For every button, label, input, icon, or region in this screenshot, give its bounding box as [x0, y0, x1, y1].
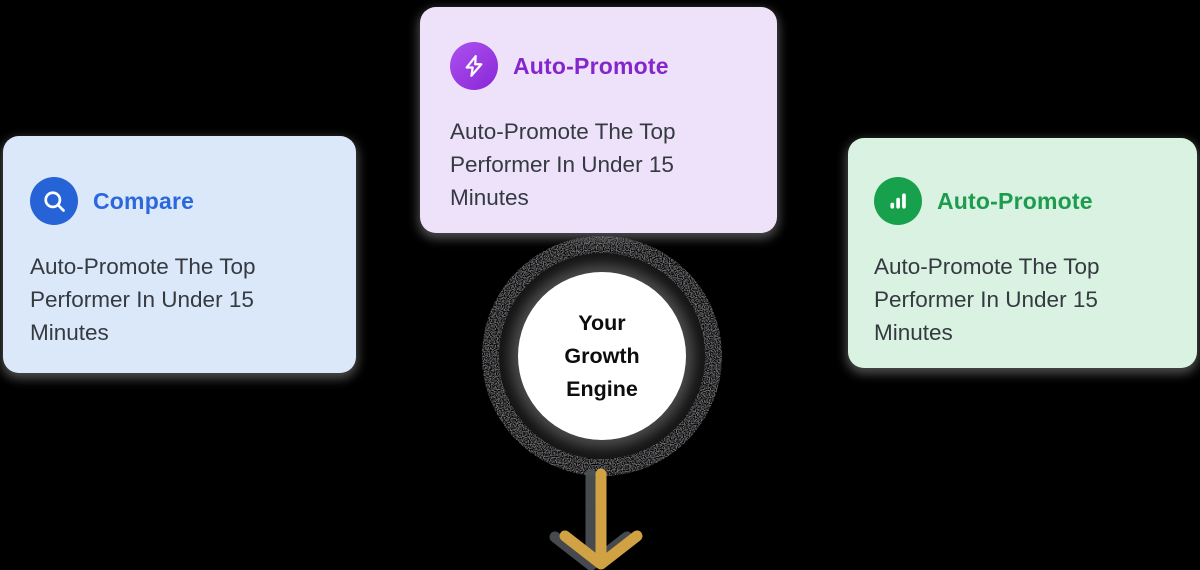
card-auto-promote-right: Auto-Promote Auto-Promote The Top Perfor…	[848, 138, 1197, 368]
card-body: Auto-Promote The Top Performer In Under …	[30, 250, 330, 349]
search-icon	[30, 177, 78, 225]
hub-circle: Your Growth Engine	[467, 221, 737, 491]
card-auto-promote-center-header: Auto-Promote	[450, 42, 751, 90]
hub-label-line: Growth	[564, 343, 640, 368]
card-body-line: Minutes	[874, 320, 953, 345]
bolt-icon	[450, 42, 498, 90]
card-body-line: Auto-Promote The Top	[450, 119, 676, 144]
card-compare: Compare Auto-Promote The Top Performer I…	[3, 136, 356, 373]
card-body: Auto-Promote The Top Performer In Under …	[874, 250, 1173, 349]
card-body-line: Performer In Under 15	[450, 152, 674, 177]
card-title: Auto-Promote	[513, 52, 669, 79]
card-body: Auto-Promote The Top Performer In Under …	[450, 115, 751, 214]
card-body-line: Performer In Under 15	[30, 287, 254, 312]
card-compare-header: Compare	[30, 177, 330, 225]
hub-label-line: Your	[578, 310, 626, 335]
hub-label: Your Growth Engine	[467, 221, 737, 491]
card-body-line: Minutes	[30, 320, 109, 345]
card-body-line: Performer In Under 15	[874, 287, 1098, 312]
card-title: Auto-Promote	[937, 187, 1093, 214]
card-body-line: Minutes	[450, 185, 529, 210]
card-auto-promote-right-header: Auto-Promote	[874, 177, 1173, 225]
card-body-line: Auto-Promote The Top	[30, 254, 256, 279]
card-title: Compare	[93, 187, 195, 214]
card-auto-promote-center: Auto-Promote Auto-Promote The Top Perfor…	[420, 7, 777, 233]
bar-chart-icon	[874, 177, 922, 225]
down-arrow-icon	[549, 464, 653, 570]
hub-label-line: Engine	[566, 376, 638, 401]
card-body-line: Auto-Promote The Top	[874, 254, 1100, 279]
